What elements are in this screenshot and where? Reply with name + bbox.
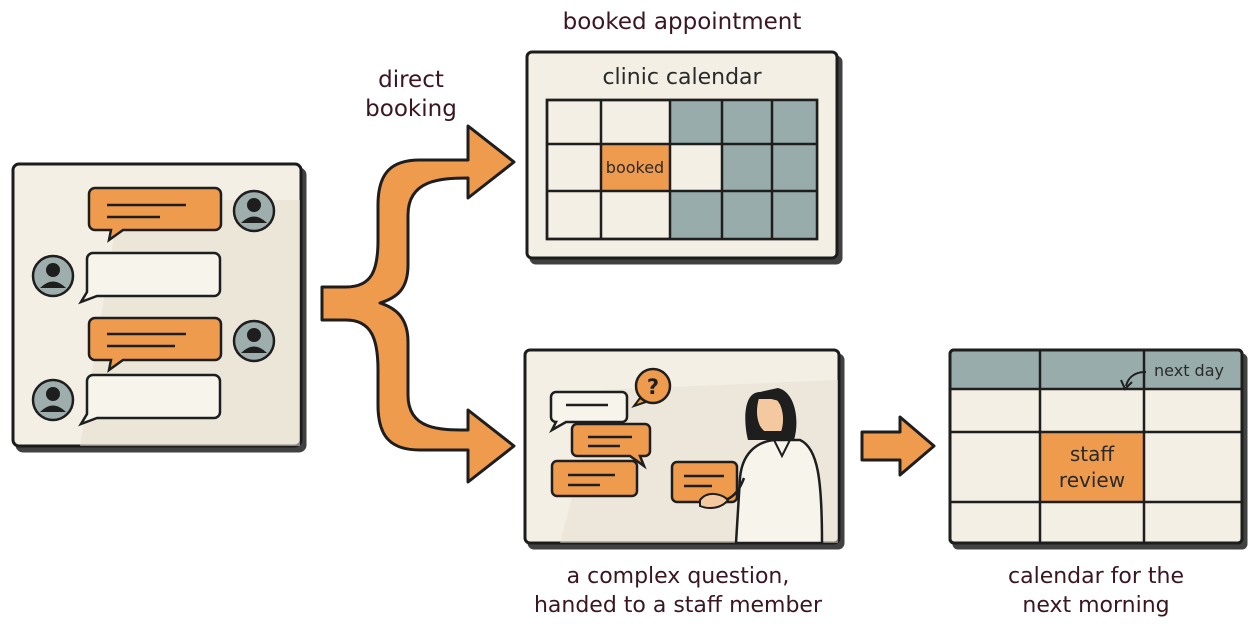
avatar-icon: [31, 254, 75, 298]
avatar-icon: [232, 319, 276, 363]
handed-message-bubble: [670, 460, 739, 504]
message-bubble: [549, 390, 629, 434]
direct-booking-label: direct booking: [365, 67, 457, 122]
staff-member-icon: [699, 388, 824, 545]
booked-appointment-label: booked appointment: [562, 9, 802, 35]
question-mark-icon: ?: [631, 367, 672, 408]
staff-review-label-line2: review: [1059, 468, 1125, 492]
clinic-calendar: clinic calendar booked: [525, 50, 839, 260]
message-bubble: [570, 422, 652, 470]
booked-slot: [601, 144, 670, 191]
staff-review-label-line1: staff: [1070, 442, 1116, 466]
svg-text:?: ?: [647, 375, 659, 399]
chat-bubble-outgoing: [87, 186, 223, 243]
handoff-arrow: [860, 415, 936, 477]
chat-bubble-incoming: [78, 373, 222, 427]
split-arrow: [320, 124, 516, 484]
complex-question-label: a complex question, handed to a staff me…: [533, 564, 823, 618]
avatar-icon: [232, 189, 276, 233]
staff-review-slot: [1040, 432, 1144, 502]
chat-conversation-panel: [11, 162, 303, 448]
chat-bubble-outgoing: [87, 316, 223, 373]
staff-handoff-panel: ?: [523, 348, 841, 545]
next-day-calendar: next day staff review: [948, 348, 1244, 545]
next-day-note: next day: [1154, 361, 1224, 380]
chat-bubble-incoming: [78, 251, 222, 305]
message-bubble: [550, 459, 639, 498]
avatar-icon: [31, 378, 75, 422]
calendar-next-morning-label: calendar for the next morning: [1008, 564, 1184, 618]
booked-slot-label: booked: [606, 158, 664, 177]
clinic-calendar-title: clinic calendar: [602, 65, 762, 90]
